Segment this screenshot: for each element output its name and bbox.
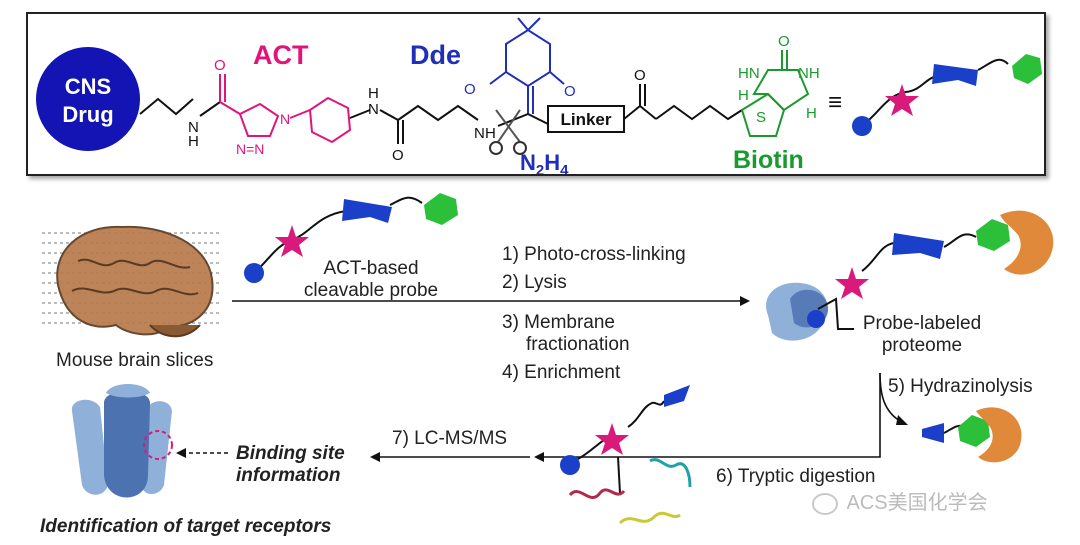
start-label: Mouse brain slices — [56, 350, 214, 371]
amide-h2-atom: H — [368, 85, 379, 102]
biotin-nh-atom: NH — [798, 65, 820, 82]
dde-tag-icon — [932, 64, 978, 86]
tetrazole-n-eq: N=N — [236, 141, 264, 157]
steps-a: 1) Photo-cross-linking 2) Lysis — [502, 244, 686, 294]
hydrazinolysis-product — [922, 407, 1022, 463]
cns-drug-circle — [36, 47, 140, 151]
arrow-tryptic — [544, 373, 881, 458]
watermark: ACS美国化学会 — [812, 486, 988, 515]
step-3b: fractionation — [526, 333, 630, 355]
biotin-hn-atom: HN — [738, 65, 760, 82]
biotin-o-atom: O — [778, 33, 790, 50]
probe-label: ACT-based cleavable probe — [286, 258, 456, 302]
labeled-proteome-cartoon — [766, 210, 1054, 341]
target-receptor-cartoon — [71, 384, 173, 498]
cns-drug-text-1: CNS — [65, 74, 111, 99]
binding-line1: Binding site — [236, 443, 345, 464]
step5-label: 5) Hydrazinolysis — [888, 376, 1033, 397]
amide-n1-atom: N — [188, 119, 199, 136]
probe-cartoon-middle — [244, 193, 458, 283]
dde-ring — [505, 28, 551, 88]
tetrazole-n2: N — [280, 111, 290, 127]
dde-label: Dde — [410, 40, 461, 70]
workflow-drawing — [42, 193, 1054, 525]
scissors-icon — [489, 109, 527, 155]
equivalence-symbol: ≡ — [828, 89, 842, 116]
amide-n2-atom: N — [368, 101, 379, 118]
star-icon — [885, 84, 919, 116]
probe-cartoon-top — [852, 54, 1042, 136]
biotin-h1-atom: H — [738, 87, 749, 104]
step-1: 1) Photo-cross-linking — [502, 244, 686, 265]
step-3a: 3) Membrane — [502, 312, 615, 333]
steps-b: 3) Membrane fractionation 4) Enrichment — [502, 312, 630, 384]
amine-h3-atom: H — [485, 125, 496, 142]
step7-label: 7) LC-MS/MS — [392, 428, 508, 449]
biotin-tag-icon — [1012, 54, 1042, 84]
alkyl-chain — [139, 97, 194, 116]
binding-site-label: Binding site information — [236, 443, 345, 487]
probe-structure-panel: CNS Drug N H O N=N N H N O N H ACT Dde — [26, 12, 1046, 176]
biotin-h2-atom: H — [806, 105, 817, 122]
amine-n3-atom: N — [474, 125, 485, 142]
labeled-proteome-label: Probe-labeled proteome — [862, 313, 982, 357]
biotin-urea-ring — [752, 69, 810, 112]
probe-structure-drawing: CNS Drug N H O N=N N H N O N H ACT Dde — [36, 17, 1042, 174]
identification-label: Identification of target receptors — [40, 516, 332, 537]
biotin-label: Biotin — [733, 146, 804, 174]
probe-label-line2: cleavable probe — [303, 279, 439, 301]
binding-line2: information — [236, 464, 341, 486]
dde-o2-atom: O — [564, 83, 576, 100]
dde-o1-atom: O — [464, 81, 476, 98]
step6-label: 6) Tryptic digestion — [716, 466, 876, 487]
brain-icon — [42, 225, 222, 338]
labeled-line2: proteome — [881, 334, 963, 356]
probe-label-line1: ACT-based — [323, 258, 419, 279]
cns-drug-text-2: Drug — [62, 102, 113, 127]
biotin-thiophane — [740, 92, 786, 137]
binding-site-circle — [143, 430, 173, 460]
peptide-mixture-cartoon — [560, 385, 692, 525]
amide2-o-atom: O — [392, 147, 404, 164]
linker-label: Linker — [560, 110, 611, 129]
amide-h1-atom: H — [188, 133, 199, 150]
linker-o-atom: O — [634, 67, 646, 84]
act-label: ACT — [253, 40, 309, 70]
labeled-line1: Probe-labeled — [862, 313, 982, 334]
tetrazole-ring — [238, 102, 280, 137]
step-2: 2) Lysis — [502, 271, 567, 293]
hydrazine-label: N2H4 — [520, 150, 569, 174]
phenyl-ring — [308, 96, 352, 144]
watermark-text: ACS美国化学会 — [846, 492, 988, 514]
biotin-s-atom: S — [756, 109, 766, 126]
step-4: 4) Enrichment — [502, 361, 621, 383]
act-carbonyl-o-atom: O — [214, 57, 226, 74]
wechat-icon — [812, 492, 838, 515]
